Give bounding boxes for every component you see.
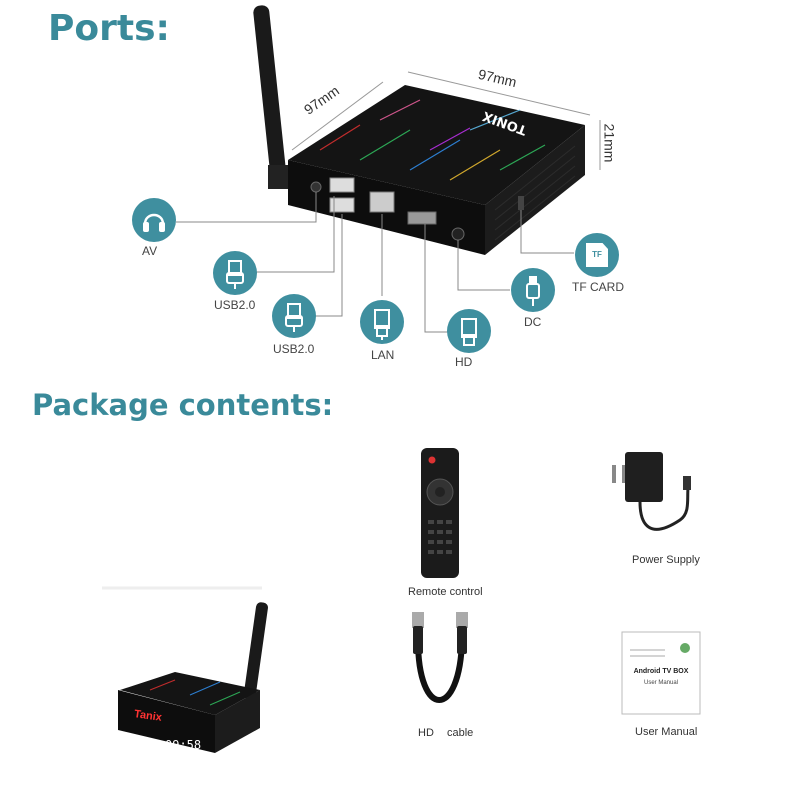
hd-cable-caption-hd: HD xyxy=(418,727,434,739)
box-clock-display: 09:58 xyxy=(165,738,202,752)
hd-label: HD xyxy=(455,355,473,369)
lan-icon xyxy=(360,300,404,344)
lan-label: LAN xyxy=(371,348,395,362)
hd-cable-caption-cable: cable xyxy=(447,727,474,739)
ports-heading: Ports: xyxy=(48,8,170,49)
tf-icon-text: TF xyxy=(586,243,608,267)
usb1-label: USB2.0 xyxy=(214,298,256,312)
height-dimension: 21mm xyxy=(601,123,618,163)
av-headphone-icon xyxy=(132,198,176,242)
usb-icon xyxy=(272,294,316,338)
dc-label: DC xyxy=(524,315,542,329)
dc-power-icon xyxy=(511,268,555,312)
remote-caption: Remote control xyxy=(408,586,483,598)
tf-card-icon: TF xyxy=(575,233,619,277)
package-heading: Package contents: xyxy=(32,388,334,422)
av-label: AV xyxy=(142,244,158,258)
usb2-label: USB2.0 xyxy=(273,342,315,356)
usb-icon xyxy=(213,251,257,295)
manual-caption: User Manual xyxy=(635,726,698,738)
tf-card-label: TF CARD xyxy=(572,280,624,294)
manual-title: Android TV BOX xyxy=(633,668,689,675)
manual-subtitle: User Manual xyxy=(643,680,678,686)
power-caption: Power Supply xyxy=(632,554,700,566)
hdmi-icon xyxy=(447,309,491,353)
